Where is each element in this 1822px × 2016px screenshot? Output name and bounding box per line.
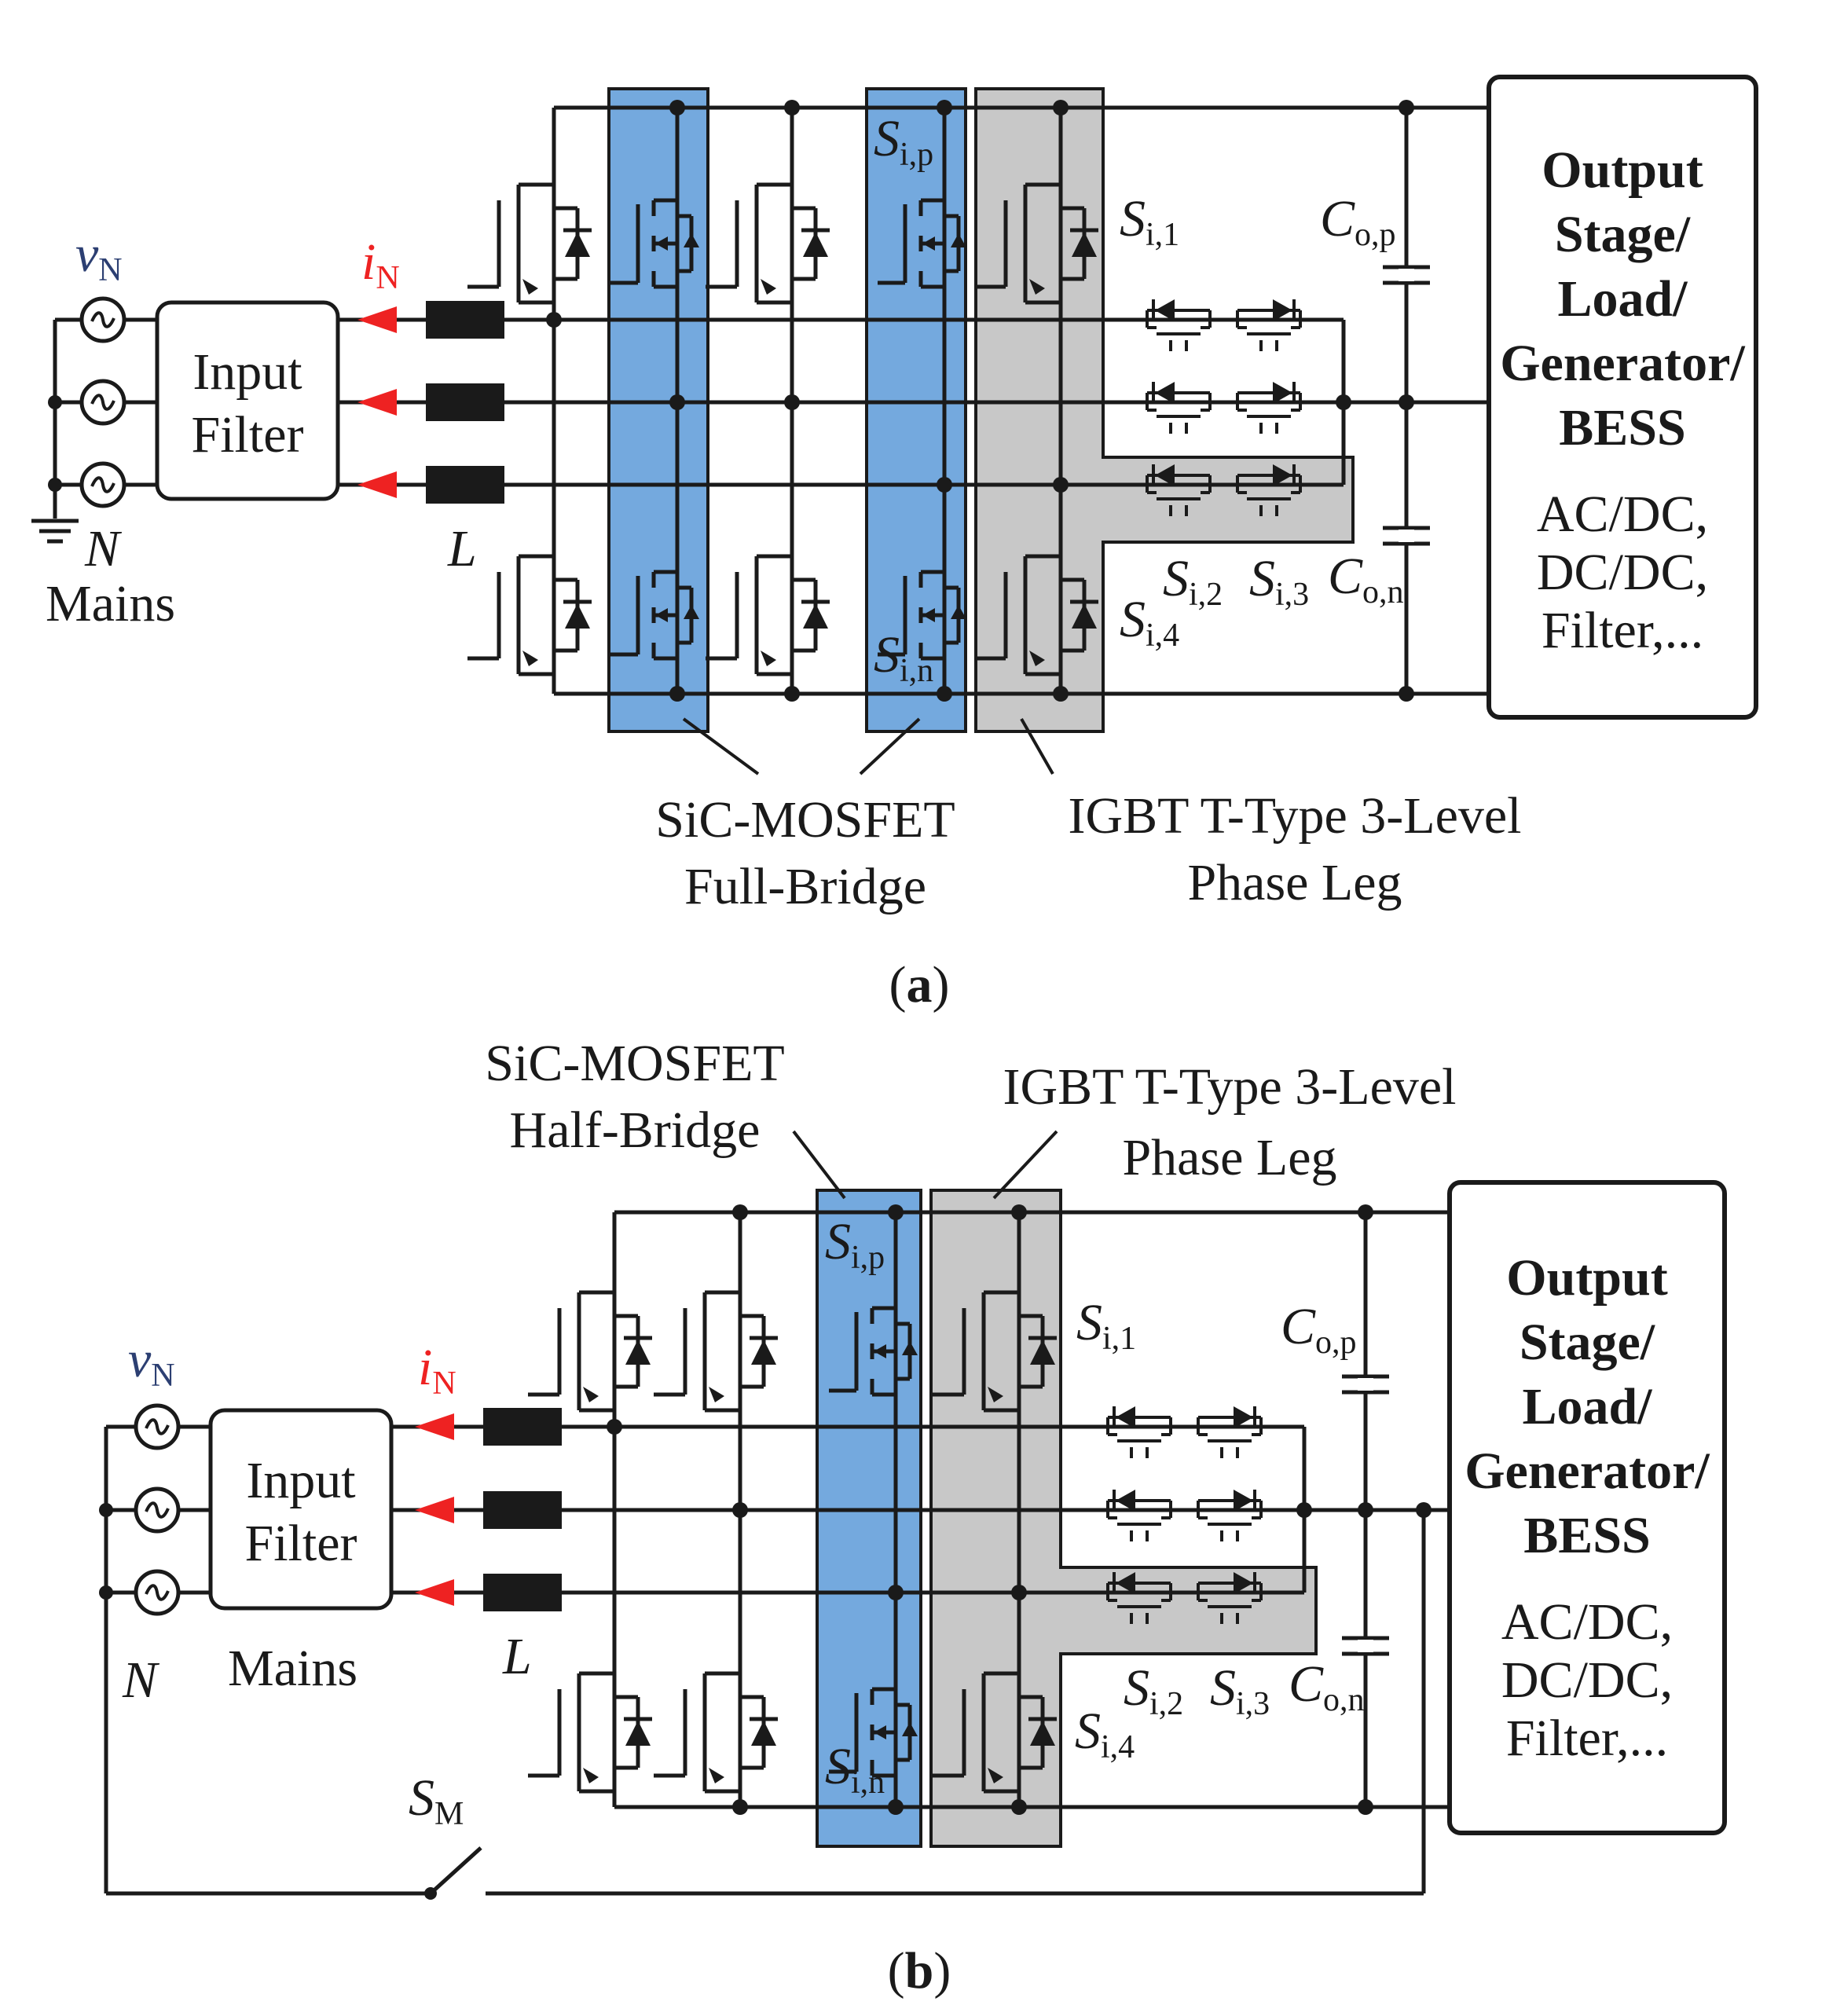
sic-full-bridge-region-a2 — [865, 87, 967, 733]
mains-label-a: Mains — [46, 575, 175, 632]
igbt-label-a-1: IGBT T-Type 3-Level — [1068, 787, 1521, 845]
sin-label-a: Si,n — [874, 626, 933, 689]
output-plain-line: Filter,... — [1542, 602, 1703, 659]
input-filter-label-a-1: Input — [192, 343, 302, 401]
output-bold-line: Load/ — [1522, 1378, 1653, 1435]
si3-label-b: Si,3 — [1210, 1659, 1270, 1722]
inductor-label-b: L — [502, 1628, 532, 1685]
si1-label-a: Si,1 — [1120, 190, 1179, 253]
con-label-b: Co,n — [1289, 1655, 1365, 1718]
output-plain-line: Filter,... — [1506, 1710, 1668, 1767]
si2-label-b: Si,2 — [1124, 1659, 1183, 1722]
output-bold-line: Stage/ — [1520, 1314, 1656, 1371]
mains-label-b: Mains — [228, 1640, 357, 1697]
output-plain-line: DC/DC, — [1537, 544, 1708, 601]
neutral-label-a: N — [84, 520, 123, 577]
sin-label-b: Si,n — [825, 1738, 885, 1801]
ac-source-icon — [82, 299, 124, 341]
output-bold-line: Load/ — [1557, 270, 1688, 328]
vn-label-a: vN — [75, 225, 123, 288]
in-label-a: iN — [361, 233, 400, 296]
sip-label-b: Si,p — [825, 1213, 885, 1276]
output-plain-line: AC/DC, — [1501, 1593, 1673, 1651]
input-filter-label-b-2: Filter — [245, 1515, 357, 1572]
input-filter-label-a-2: Filter — [192, 406, 304, 464]
in-label-b: iN — [418, 1339, 456, 1402]
sip-label-a: Si,p — [874, 110, 933, 173]
output-plain-line: AC/DC, — [1537, 486, 1708, 543]
sic-label-a-1: SiC-MOSFET — [655, 791, 955, 849]
panel-b: Input Filter OutputStage/Load/Generator/… — [99, 1035, 1727, 2000]
con-label-a: Co,n — [1328, 548, 1404, 610]
sm-label-b: SM — [409, 1769, 464, 1832]
output-bold-line: Stage/ — [1555, 206, 1692, 263]
input-filter-box-b — [208, 1408, 394, 1611]
output-stage-box-b — [1447, 1180, 1727, 1835]
igbt-label-a-2: Phase Leg — [1187, 854, 1402, 911]
si4-label-b: Si,4 — [1075, 1703, 1135, 1765]
si4-label-a: Si,4 — [1120, 591, 1179, 654]
output-stage-box-a — [1487, 75, 1758, 720]
output-bold-line: Output — [1506, 1249, 1667, 1307]
sic-half-bridge-region-b — [816, 1189, 922, 1848]
output-bold-line: Generator/ — [1465, 1442, 1710, 1500]
panel-a: Input Filter OutputStage/Load/Generator/… — [31, 75, 1758, 1013]
vn-label-b: vN — [128, 1331, 175, 1394]
caption-a: (a) — [889, 956, 950, 1013]
sic-label-b-2: Half-Bridge — [510, 1101, 761, 1159]
input-filter-box-a — [155, 300, 340, 501]
neutral-label-b: N — [122, 1651, 160, 1709]
igbt-t-type-region-b — [929, 1189, 1318, 1848]
igbt-label-b-2: Phase Leg — [1122, 1129, 1336, 1186]
output-bold-line: Generator/ — [1500, 335, 1746, 392]
output-bold-line: BESS — [1523, 1507, 1650, 1564]
sic-label-b-1: SiC-MOSFET — [485, 1035, 784, 1092]
si1-label-b: Si,1 — [1076, 1294, 1136, 1357]
cop-label-b: Co,p — [1281, 1298, 1357, 1361]
igbt-label-b-1: IGBT T-Type 3-Level — [1003, 1058, 1456, 1116]
output-plain-line: DC/DC, — [1501, 1651, 1673, 1709]
inductor-label-a: L — [447, 520, 477, 577]
caption-b: (b) — [888, 1942, 951, 2000]
input-filter-label-b-1: Input — [246, 1452, 355, 1509]
igbt-t-type-region-a — [974, 87, 1355, 733]
output-bold-line: BESS — [1559, 399, 1685, 456]
si3-label-a: Si,3 — [1249, 550, 1309, 613]
sic-label-a-2: Full-Bridge — [684, 858, 926, 915]
cop-label-a: Co,p — [1320, 190, 1396, 253]
si2-label-a: Si,2 — [1163, 550, 1223, 613]
output-bold-line: Output — [1542, 141, 1703, 199]
